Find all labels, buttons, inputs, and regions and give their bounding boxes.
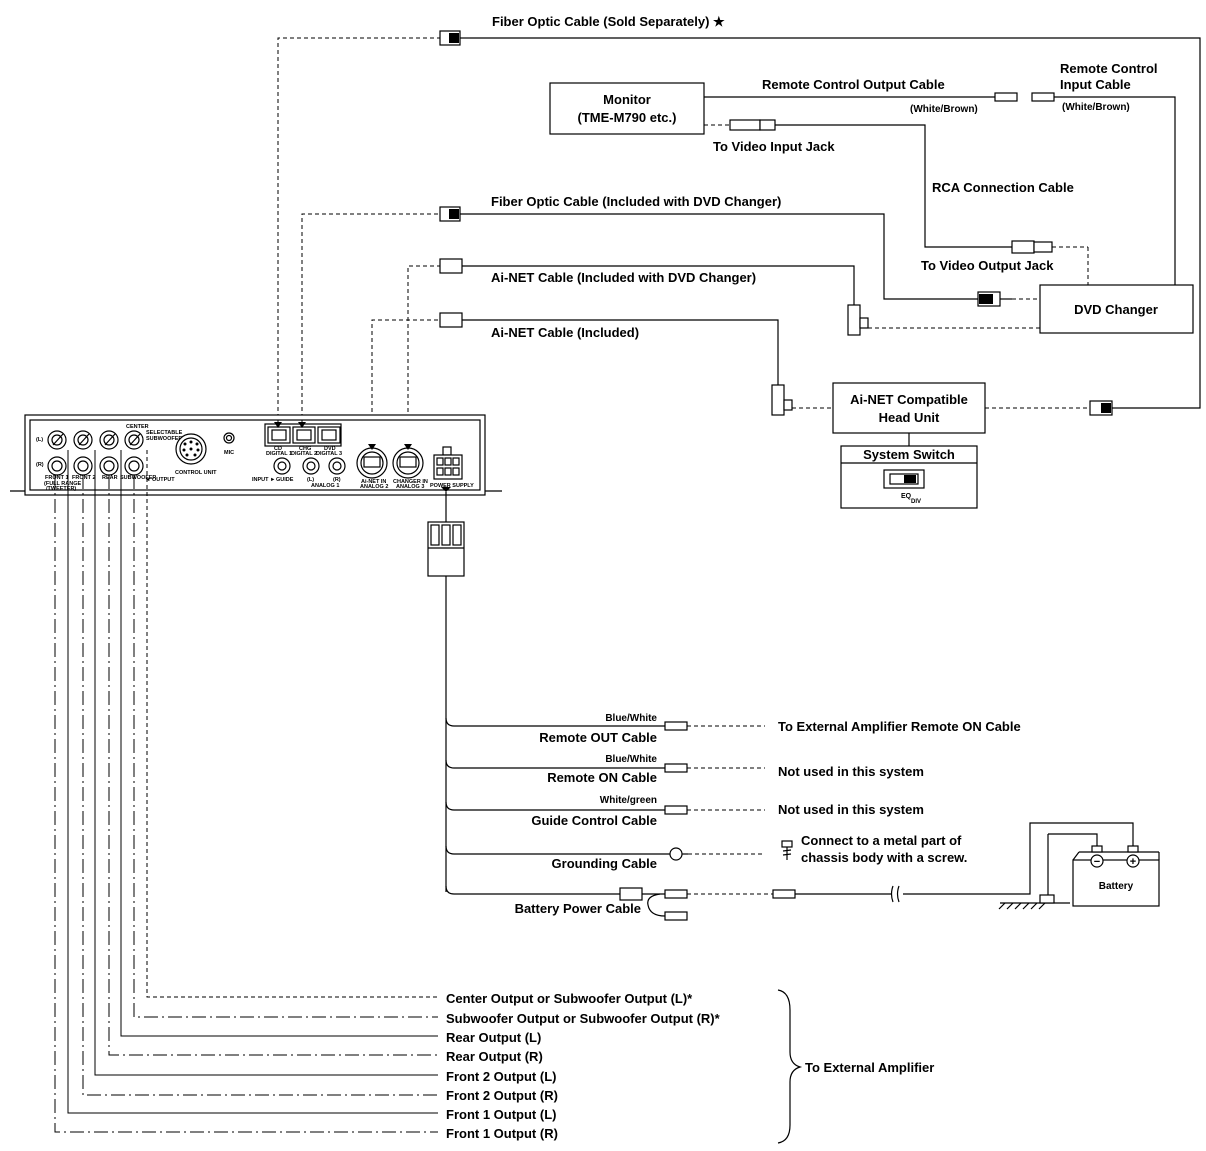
front2-label: FRONT 2 bbox=[72, 475, 96, 481]
center-label: CENTER bbox=[126, 424, 149, 430]
subwoofer-selectable-label: SUBWOOFER bbox=[146, 436, 182, 442]
grounding-cable-label: Grounding Cable bbox=[552, 856, 657, 871]
remote-out-cable-label: Remote OUT Cable bbox=[539, 730, 657, 745]
remote-input-cable-label-2: Input Cable bbox=[1060, 77, 1131, 92]
output-label-2: Subwoofer Output or Subwoofer Output (R)… bbox=[446, 1011, 721, 1026]
power-supply-connector bbox=[433, 446, 463, 480]
ainet-in-label: Ai-NET IN bbox=[361, 479, 386, 485]
panel-l-label: (L) bbox=[36, 437, 43, 443]
white-brown-label-2: (White/Brown) bbox=[1062, 102, 1130, 113]
ainet-included-label: Ai-NET Cable (Included) bbox=[491, 325, 639, 340]
monitor-model-label: (TME-M790 etc.) bbox=[578, 110, 677, 125]
ainet-cable-dvd: Ai-NET Cable (Included with DVD Changer) bbox=[407, 258, 1040, 447]
battery-minus: − bbox=[1094, 856, 1100, 868]
eq-label: EQ bbox=[901, 493, 912, 500]
harness-color-3: White/green bbox=[600, 795, 657, 806]
analog2-label: ANALOG 2 bbox=[360, 484, 388, 490]
battery-label: Battery bbox=[1099, 881, 1134, 892]
power-supply-label: POWER SUPPLY bbox=[430, 483, 474, 489]
front1-label: FRONT 1 bbox=[45, 475, 69, 481]
system-switch-label: System Switch bbox=[863, 447, 955, 462]
guide-control-dest-label: Not used in this system bbox=[778, 802, 924, 817]
optical-inputs bbox=[264, 423, 342, 447]
remote-output-cable-label: Remote Control Output Cable bbox=[762, 77, 945, 92]
analog-inputs bbox=[273, 457, 346, 475]
output-label-1: Center Output or Subwoofer Output (L)* bbox=[446, 991, 693, 1006]
white-brown-label-1: (White/Brown) bbox=[910, 104, 978, 115]
output-label-3: Rear Output (L) bbox=[446, 1030, 541, 1045]
harness-color-2: Blue/White bbox=[605, 754, 657, 765]
analog-r-label: (R) bbox=[333, 477, 341, 483]
input-label: INPUT ► bbox=[252, 477, 275, 483]
output-label-7: Front 1 Output (L) bbox=[446, 1107, 556, 1122]
rca-cable-label: RCA Connection Cable bbox=[932, 180, 1074, 195]
digital1-label: DIGITAL 1 bbox=[266, 451, 292, 457]
fiber-optic-sold-separately: Fiber Optic Cable (Sold Separately) ★ bbox=[277, 14, 1201, 425]
remote-out-dest-label: To External Amplifier Remote ON Cable bbox=[778, 719, 1021, 734]
power-harness: Blue/White Remote OUT Cable To External … bbox=[427, 487, 1134, 921]
to-external-amplifier-label: To External Amplifier bbox=[805, 1060, 934, 1075]
ground-dest-label-1: Connect to a metal part of bbox=[801, 833, 962, 848]
ground-dest-label-2: chassis body with a screw. bbox=[801, 850, 967, 865]
ainet-dvd-label: Ai-NET Cable (Included with DVD Changer) bbox=[491, 270, 756, 285]
front1-fullrange-label: (FULL RANGE bbox=[44, 481, 82, 487]
dvd-changer-label: DVD Changer bbox=[1074, 302, 1158, 317]
remote-input-cable-label-1: Remote Control bbox=[1060, 61, 1158, 76]
output-label: ◄ OUTPUT bbox=[145, 477, 175, 483]
head-unit-label-1: Ai-NET Compatible bbox=[850, 392, 968, 407]
div-label: DIV bbox=[911, 499, 921, 505]
monitor: Monitor (TME-M790 etc.) bbox=[549, 82, 705, 135]
control-unit-connector bbox=[175, 433, 207, 465]
analog1-label: ANALOG 1 bbox=[311, 483, 339, 489]
changer-in-label: CHANGER IN bbox=[393, 479, 428, 485]
remote-control-output-cable: Remote Control Output Cable (White/Brown… bbox=[704, 61, 1176, 285]
output-label-8: Front 1 Output (R) bbox=[446, 1126, 558, 1141]
rear-label: REAR bbox=[102, 475, 118, 481]
monitor-label: Monitor bbox=[603, 92, 651, 107]
battery-plus: + bbox=[1130, 856, 1136, 868]
dvd-changer: DVD Changer bbox=[1012, 284, 1194, 334]
analog3-label: ANALOG 3 bbox=[396, 484, 424, 490]
harness-color-1: Blue/White bbox=[605, 713, 657, 724]
front1-tweeter-label: /TWEETER) bbox=[46, 486, 76, 492]
video-input-label: To Video Input Jack bbox=[713, 139, 835, 154]
panel-r-label: (R) bbox=[36, 462, 44, 468]
selectable-label: SELECTABLE bbox=[146, 430, 183, 436]
system-switch: System Switch EQ DIV bbox=[840, 445, 978, 509]
screw-icon bbox=[781, 840, 793, 860]
remote-on-cable-label: Remote ON Cable bbox=[547, 770, 657, 785]
processor-unit: (L) (R) CENTER SELECTABLE SUBWOOFER FRON… bbox=[10, 414, 502, 496]
fiber-optic-sold-label: Fiber Optic Cable (Sold Separately) ★ bbox=[492, 14, 725, 29]
ainet-cable-included: Ai-NET Cable (Included) bbox=[371, 312, 833, 447]
rca-jacks-bottom bbox=[47, 456, 144, 476]
battery: − + Battery bbox=[998, 845, 1160, 910]
chg-label: CHG bbox=[299, 446, 311, 452]
head-unit-label-2: Head Unit bbox=[879, 410, 940, 425]
battery-power-cable-label: Battery Power Cable bbox=[515, 901, 641, 916]
mic-label: MIC bbox=[224, 450, 234, 456]
dvd-panel-label: DVD bbox=[324, 446, 336, 452]
output-label-4: Rear Output (R) bbox=[446, 1049, 543, 1064]
analog-l-label: (L) bbox=[307, 477, 314, 483]
audio-output-lines bbox=[52, 433, 438, 1133]
guide-label: GUIDE bbox=[276, 477, 294, 483]
guide-control-cable-label: Guide Control Cable bbox=[531, 813, 657, 828]
digital2-label: DIGITAL 2 bbox=[291, 451, 317, 457]
external-amplifier-brace: To External Amplifier bbox=[777, 989, 934, 1144]
output-label-6: Front 2 Output (R) bbox=[446, 1088, 558, 1103]
cd-label: CD bbox=[274, 446, 282, 452]
fiber-optic-dvd: Fiber Optic Cable (Included with DVD Cha… bbox=[301, 194, 1012, 425]
video-output-label: To Video Output Jack bbox=[921, 258, 1054, 273]
remote-on-dest-label: Not used in this system bbox=[778, 764, 924, 779]
digital3-label: DIGITAL 3 bbox=[316, 451, 342, 457]
output-label-5: Front 2 Output (L) bbox=[446, 1069, 556, 1084]
ainet-ports bbox=[356, 447, 424, 479]
head-unit: Ai-NET Compatible Head Unit bbox=[832, 382, 1120, 446]
control-unit-label: CONTROL UNIT bbox=[175, 470, 217, 476]
fiber-optic-dvd-label: Fiber Optic Cable (Included with DVD Cha… bbox=[491, 194, 781, 209]
subwoofer-label: SUBWOOFER bbox=[120, 475, 156, 481]
rca-video-cable: To Video Input Jack RCA Connection Cable… bbox=[704, 119, 1089, 285]
audio-output-labels: Center Output or Subwoofer Output (L)* S… bbox=[446, 991, 721, 1141]
